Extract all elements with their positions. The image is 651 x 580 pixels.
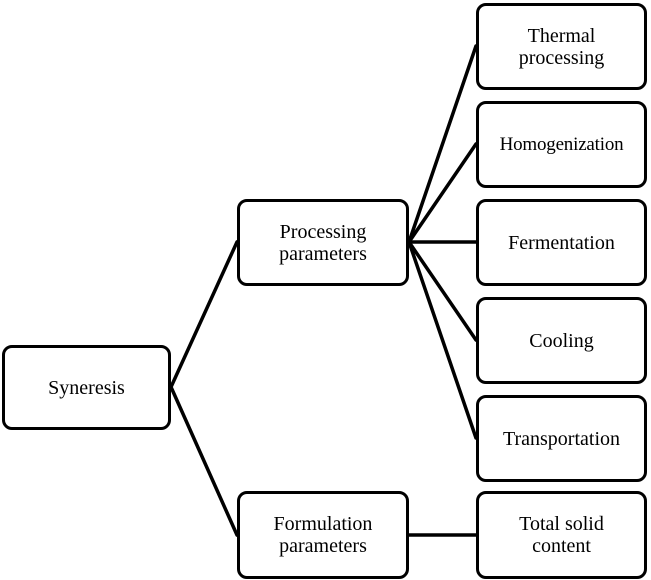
node-syneresis-label: Syneresis <box>48 376 125 399</box>
edge-processing-thermal <box>407 44 478 244</box>
node-transportation: Transportation <box>476 395 647 482</box>
node-processing-line1: Processing <box>279 220 367 243</box>
node-cooling: Cooling <box>476 297 647 384</box>
node-transportation-label: Transportation <box>502 427 621 450</box>
node-formulation-line2: parameters <box>279 535 367 557</box>
node-syneresis: Syneresis <box>2 345 171 430</box>
node-thermal-processing: Thermal processing <box>476 3 647 90</box>
node-formulation-line1: Formulation <box>273 513 373 535</box>
edge-processing-homogenization <box>407 142 478 244</box>
node-processing-line2: parameters <box>279 242 367 265</box>
node-thermal-line2: processing <box>518 46 605 69</box>
node-homogenization-label: Homogenization <box>499 133 624 155</box>
edge-syneresis-processing <box>169 240 239 389</box>
edge-processing-cooling <box>407 240 478 342</box>
node-total-solid-line1: Total solid <box>519 513 604 535</box>
edge-syneresis-formulation <box>169 385 239 537</box>
node-formulation-parameters: Formulation parameters <box>237 491 409 579</box>
edge-processing-transportation <box>407 240 478 440</box>
node-homogenization: Homogenization <box>476 101 647 188</box>
node-total-solid-content: Total solid content <box>476 491 647 579</box>
node-processing-parameters: Processing parameters <box>237 199 409 286</box>
node-fermentation-label: Fermentation <box>508 231 615 254</box>
node-fermentation: Fermentation <box>476 199 647 286</box>
node-total-solid-line2: content <box>532 535 591 557</box>
node-thermal-line1: Thermal <box>527 24 596 47</box>
node-cooling-label: Cooling <box>529 329 594 352</box>
